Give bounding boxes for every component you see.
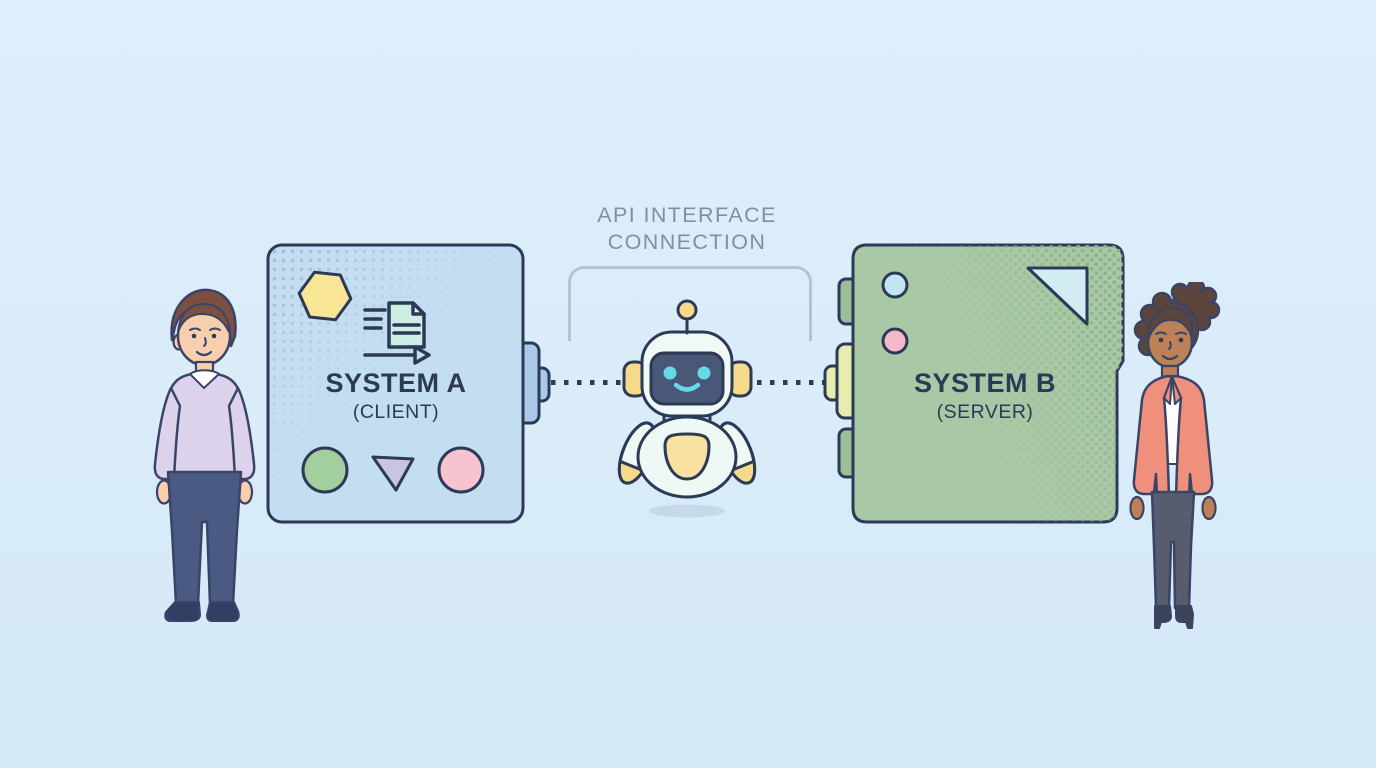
system-b-name: SYSTEM B	[913, 368, 1057, 398]
robot-face-screen	[649, 351, 725, 406]
man-shoe-right	[206, 601, 240, 622]
woman-heel-left	[1154, 605, 1172, 629]
system-a-card	[266, 243, 551, 524]
man-eye-left	[191, 333, 197, 339]
person-man	[153, 288, 256, 622]
robot-shadow	[649, 504, 725, 518]
woman-lapel-right	[1171, 376, 1182, 405]
system-b-card	[823, 243, 1125, 524]
woman-fringe	[1147, 307, 1194, 341]
man-brow-right	[209, 327, 221, 331]
woman-smile	[1161, 354, 1179, 361]
system-b-role: (SERVER)	[936, 401, 1034, 423]
system-b-halftone-pattern	[853, 245, 1123, 522]
folded-corner-icon	[1026, 266, 1089, 326]
woman-brow-left	[1155, 331, 1167, 335]
man-shoe-left	[164, 601, 201, 622]
woman-brow-right	[1175, 331, 1187, 335]
woman-nose	[1168, 341, 1172, 350]
woman-eye-right	[1178, 337, 1184, 343]
woman-jacket-right	[1170, 374, 1214, 499]
man-sleeve-left	[153, 386, 182, 481]
system-a-name: SYSTEM A	[325, 368, 467, 398]
diagram-title: API INTERFACE CONNECTION	[537, 202, 837, 256]
robot-eye-left	[663, 366, 677, 380]
diagram-title-line1: API INTERFACE	[597, 203, 777, 227]
circle-pink-icon	[437, 446, 485, 494]
hexagon-icon	[297, 270, 353, 322]
man-pants	[166, 470, 243, 606]
robot-mascot	[612, 299, 762, 518]
woman-lapel-left	[1163, 376, 1173, 405]
circle-green-icon	[301, 446, 349, 494]
woman-heel-right	[1175, 605, 1194, 629]
man-sleeve-right	[227, 386, 256, 481]
woman-eye-left	[1158, 337, 1164, 343]
man-eye-right	[211, 333, 217, 339]
person-woman	[1129, 282, 1221, 629]
dotted-line-left	[551, 380, 627, 385]
robot-eye-right	[697, 366, 711, 380]
woman-pants	[1150, 490, 1196, 610]
dotted-line-right	[757, 380, 833, 385]
woman-hand-right	[1201, 495, 1217, 521]
man-smile	[195, 350, 213, 357]
woman-jacket-left	[1132, 374, 1174, 499]
connection-bracket	[568, 266, 812, 341]
diagram-title-line2: CONNECTION	[607, 230, 767, 254]
man-brow-left	[189, 327, 201, 331]
robot-belly	[663, 432, 711, 481]
man-fringe	[177, 303, 230, 333]
robot-antenna-ball	[676, 299, 698, 321]
circle-pink-icon	[881, 327, 909, 355]
document-transfer-icon	[363, 301, 431, 365]
circle-cyan-icon	[881, 271, 909, 299]
robot-smile	[673, 382, 701, 392]
woman-hand-left	[1129, 495, 1145, 521]
man-collar	[189, 369, 220, 389]
system-a-role: (CLIENT)	[352, 401, 440, 423]
man-nose	[203, 337, 207, 347]
triangle-purple-icon	[371, 455, 415, 492]
